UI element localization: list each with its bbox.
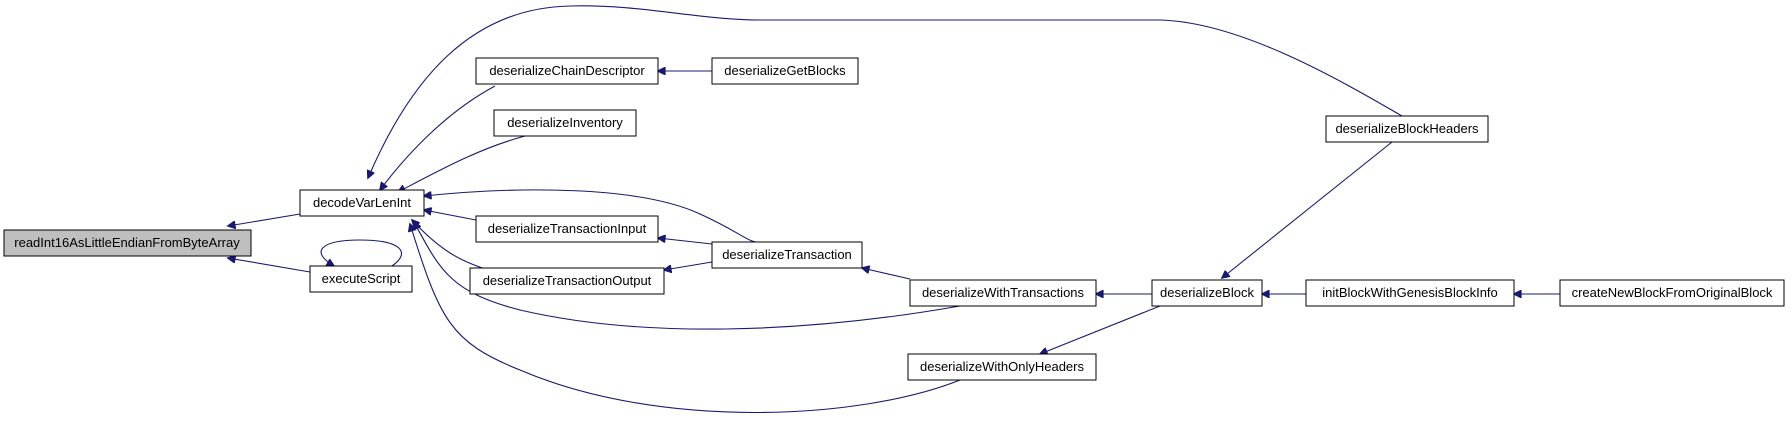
edges xyxy=(228,5,1560,414)
nodes: readInt16AsLittleEndianFromByteArray dec… xyxy=(3,57,1785,381)
node-init-block-with-genesis-block-info[interactable]: initBlockWithGenesisBlockInfo xyxy=(1305,279,1515,307)
node-box xyxy=(475,215,659,243)
node-label: decodeVarLenInt xyxy=(313,195,411,210)
node-label: deserializeWithOnlyHeaders xyxy=(920,359,1085,374)
node-box xyxy=(1559,279,1785,307)
edge-txin-to-decode xyxy=(424,210,477,221)
edge-tx-to-txin xyxy=(658,238,713,245)
node-box xyxy=(475,57,659,85)
node-label: createNewBlockFromOriginalBlock xyxy=(1572,285,1773,300)
edge-headers-to-decode xyxy=(368,5,1403,178)
node-box xyxy=(3,229,252,257)
node-deserialize-with-transactions[interactable]: deserializeWithTransactions xyxy=(909,279,1097,307)
edge-withonly-to-decode xyxy=(410,224,961,414)
node-deserialize-transaction-input[interactable]: deserializeTransactionInput xyxy=(475,215,659,243)
node-box xyxy=(469,267,665,295)
node-label: executeScript xyxy=(322,271,401,286)
node-box xyxy=(711,57,859,85)
node-create-new-block-from-original-block[interactable]: createNewBlockFromOriginalBlock xyxy=(1559,279,1785,307)
node-label: readInt16AsLittleEndianFromByteArray xyxy=(14,235,240,250)
edge-tx-to-txout xyxy=(664,261,713,270)
node-label: deserializeTransactionOutput xyxy=(483,273,652,288)
edge-withtx-to-tx xyxy=(862,268,911,280)
node-deserialize-block[interactable]: deserializeBlock xyxy=(1151,279,1263,307)
node-box xyxy=(909,279,1097,307)
edge-block-to-headers xyxy=(1222,141,1393,278)
node-deserialize-with-only-headers[interactable]: deserializeWithOnlyHeaders xyxy=(907,353,1097,381)
node-deserialize-get-blocks[interactable]: deserializeGetBlocks xyxy=(711,57,859,85)
node-label: deserializeGetBlocks xyxy=(724,63,846,78)
node-label: deserializeTransaction xyxy=(722,247,852,262)
node-box xyxy=(309,265,413,293)
edge-tx-to-decode xyxy=(424,189,761,243)
node-label: deserializeBlockHeaders xyxy=(1335,121,1479,136)
edge-withtx-to-decode xyxy=(414,222,961,330)
node-label: deserializeTransactionInput xyxy=(488,221,647,236)
node-label: deserializeChainDescriptor xyxy=(489,63,645,78)
node-deserialize-inventory[interactable]: deserializeInventory xyxy=(493,109,637,137)
node-execute-script[interactable]: executeScript xyxy=(309,265,413,293)
node-deserialize-block-headers[interactable]: deserializeBlockHeaders xyxy=(1325,115,1489,143)
node-box xyxy=(1305,279,1515,307)
edge-exec-self-loop xyxy=(320,239,403,266)
node-box xyxy=(1151,279,1263,307)
edge-decode-to-root xyxy=(228,213,301,226)
node-read-int16-as-little-endian-from-byte-array[interactable]: readInt16AsLittleEndianFromByteArray xyxy=(3,229,252,257)
node-box xyxy=(1325,115,1489,143)
edge-inventory-to-decode xyxy=(398,135,526,192)
node-label: deserializeInventory xyxy=(507,115,623,130)
node-label: initBlockWithGenesisBlockInfo xyxy=(1322,285,1498,300)
edge-chain-to-decode xyxy=(380,85,496,190)
node-deserialize-transaction[interactable]: deserializeTransaction xyxy=(711,241,863,269)
node-deserialize-transaction-output[interactable]: deserializeTransactionOutput xyxy=(469,267,665,295)
node-deserialize-chain-descriptor[interactable]: deserializeChainDescriptor xyxy=(475,57,659,85)
edge-exec-to-root xyxy=(228,258,311,273)
edge-block-to-withonly xyxy=(1040,305,1161,354)
node-box xyxy=(711,241,863,269)
node-box xyxy=(299,189,425,217)
node-decode-var-len-int[interactable]: decodeVarLenInt xyxy=(299,189,425,217)
node-box xyxy=(493,109,637,137)
node-label: deserializeWithTransactions xyxy=(922,285,1085,300)
node-box xyxy=(907,353,1097,381)
node-label: deserializeBlock xyxy=(1160,285,1254,300)
